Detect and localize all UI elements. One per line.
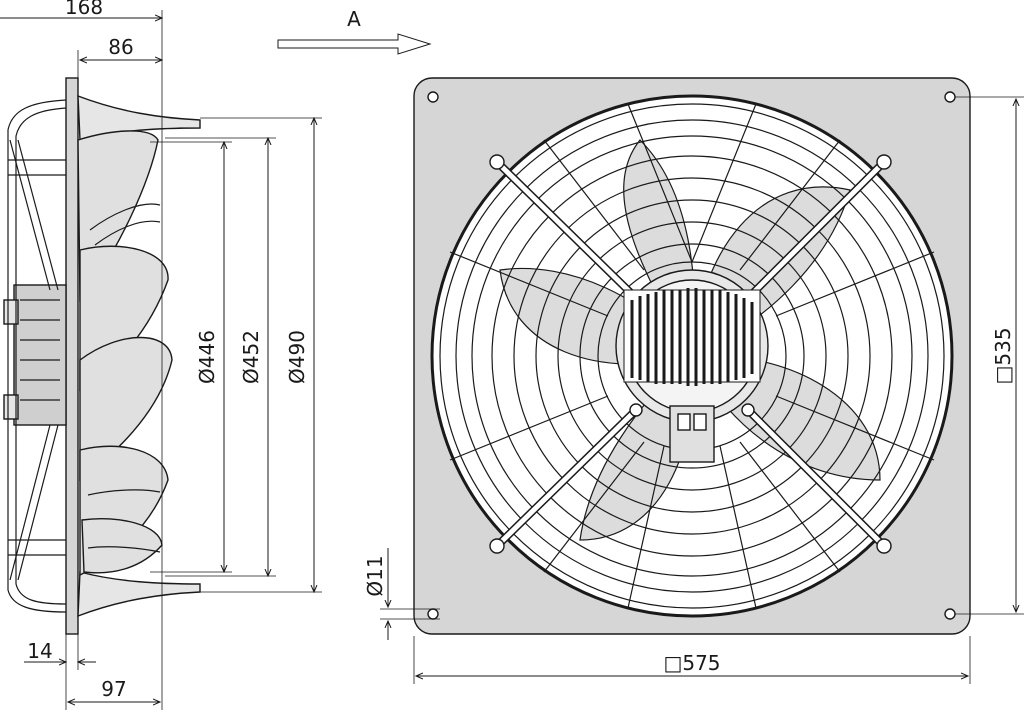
motor-hub: [615, 269, 769, 463]
dim-14: 14: [24, 634, 96, 710]
dim-575: □575: [413, 636, 971, 684]
dim-11: Ø11: [363, 548, 440, 640]
dim-535: □535: [955, 96, 1024, 615]
dim-11-label: Ø11: [363, 555, 387, 596]
motor-side: [3, 284, 67, 426]
guard-struts: [489, 154, 892, 554]
dim-14-label: 14: [27, 639, 52, 663]
guard-spokes: [449, 103, 935, 609]
dim-575-label: □575: [663, 651, 720, 675]
mounting-hole: [427, 608, 439, 620]
impeller-blades-side: [77, 130, 173, 577]
guard-rings: [471, 135, 913, 577]
dim-490-label: Ø490: [285, 330, 309, 384]
dim-97-label: 97: [101, 677, 126, 701]
dim-452-label: Ø452: [239, 330, 263, 384]
dim-446-label: Ø446: [195, 330, 219, 384]
mounting-plate-edge: [65, 77, 79, 635]
front-view: □575 □535 Ø11: [363, 77, 1024, 684]
dim-86-label: 86: [108, 35, 133, 59]
view-arrow-label: A: [347, 7, 361, 31]
mounting-hole: [944, 608, 956, 620]
motor-cooling-fins: [630, 288, 754, 386]
side-view: 168 86 14 97 Ø446: [0, 0, 322, 710]
dim-diameters: Ø446 Ø452 Ø490: [150, 118, 322, 592]
dim-168-label: 168: [65, 0, 103, 19]
dim-97: 97: [68, 677, 160, 702]
terminal-box: [669, 405, 715, 463]
mounting-hole: [427, 91, 439, 103]
dim-168: 168: [0, 0, 162, 710]
dim-86: 86: [77, 35, 162, 80]
guard-side: [7, 99, 67, 613]
inlet-nozzle-bottom: [77, 571, 201, 618]
mounting-hole: [944, 91, 956, 103]
view-arrow-a: A: [277, 7, 432, 55]
dim-535-label: □535: [991, 327, 1015, 384]
